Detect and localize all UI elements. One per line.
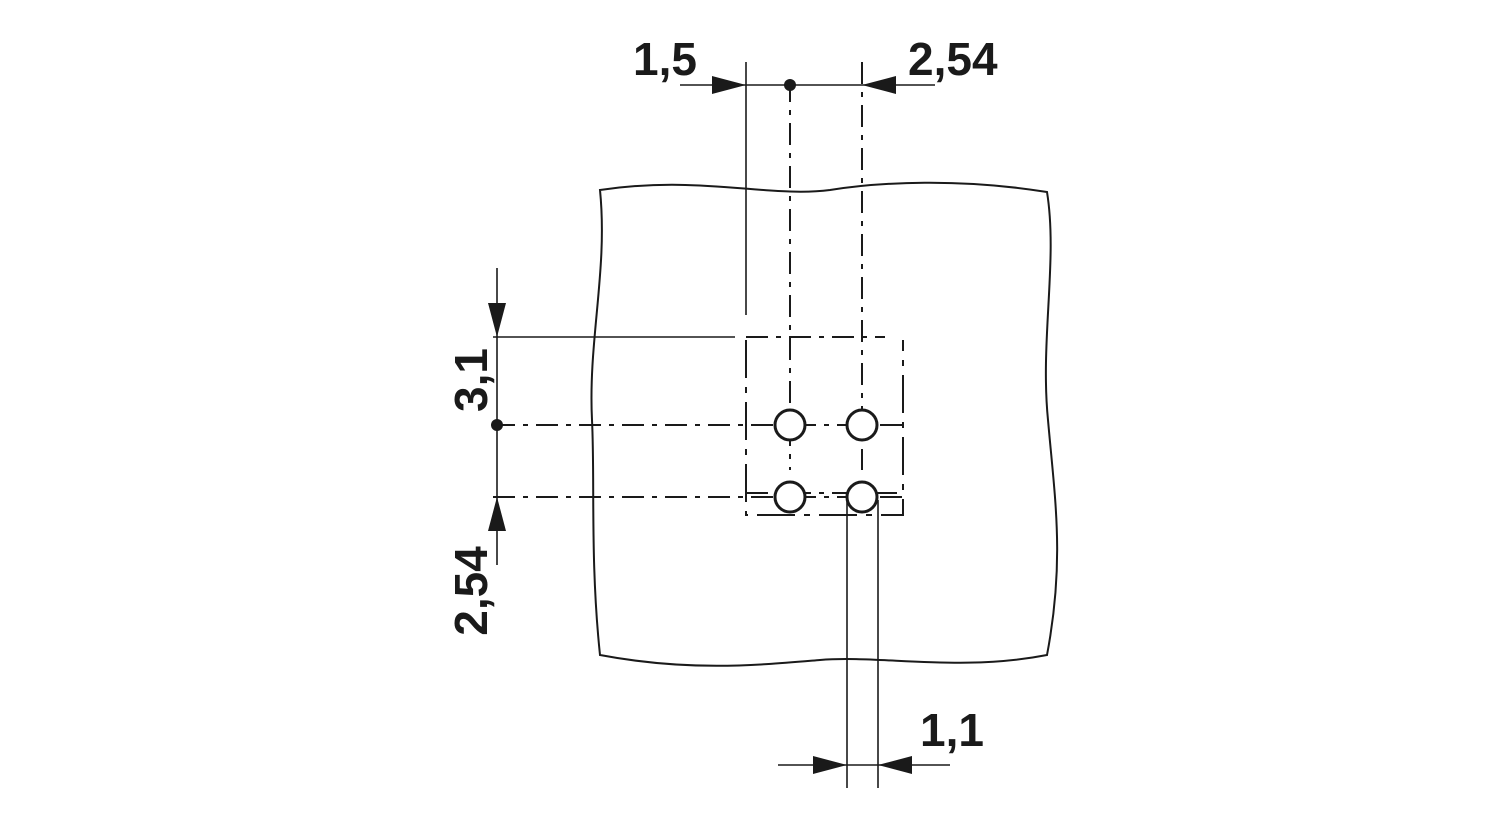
component-footprint <box>745 336 905 516</box>
dim-label-left-upper: 3,1 <box>445 348 497 412</box>
hole-pattern <box>773 408 879 514</box>
horizontal-reference-lines <box>493 336 905 498</box>
dim-label-left-lower: 2,54 <box>445 546 497 636</box>
dim-label-top-left: 1,5 <box>633 33 697 85</box>
pcb-outline <box>590 181 1059 667</box>
top-dimension <box>680 76 935 94</box>
left-dimension <box>488 268 506 565</box>
hole <box>845 480 879 514</box>
hole <box>773 480 807 514</box>
hole <box>845 408 879 442</box>
hole <box>773 408 807 442</box>
dim-label-bottom: 1,1 <box>920 704 984 756</box>
vertical-reference-lines <box>745 62 879 788</box>
bottom-dimension <box>778 756 950 774</box>
dim-label-top-right: 2,54 <box>908 33 998 85</box>
